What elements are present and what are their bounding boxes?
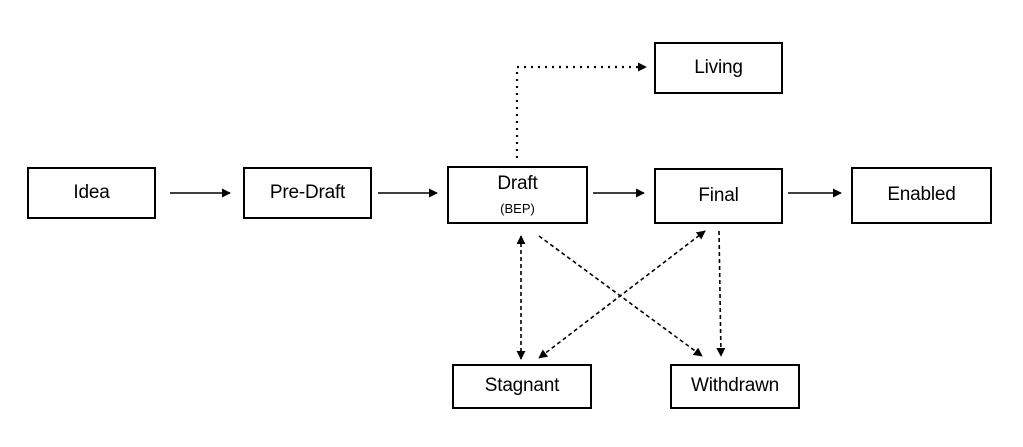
node-final: Final — [654, 168, 783, 224]
node-idea-label: Idea — [73, 181, 110, 203]
node-draft-sublabel: (BEP) — [500, 200, 535, 216]
node-stagnant: Stagnant — [452, 364, 592, 409]
node-pre-draft: Pre-Draft — [243, 167, 372, 219]
node-enabled: Enabled — [851, 167, 992, 224]
node-withdrawn: Withdrawn — [670, 364, 800, 409]
node-draft-label: Draft — [497, 173, 538, 195]
node-draft: Draft (BEP) — [447, 166, 588, 224]
edge-final-stagnant — [538, 230, 706, 359]
node-withdrawn-label: Withdrawn — [691, 375, 779, 397]
node-final-label: Final — [698, 184, 739, 206]
node-pre-draft-label: Pre-Draft — [269, 181, 346, 203]
node-idea: Idea — [27, 167, 156, 219]
node-stagnant-label: Stagnant — [484, 375, 560, 397]
node-living-label: Living — [694, 56, 743, 78]
edge-final-to-withdrawn — [716, 230, 726, 357]
edge-draft-to-living — [515, 62, 647, 158]
node-enabled-label: Enabled — [887, 184, 956, 206]
node-living: Living — [654, 42, 783, 94]
